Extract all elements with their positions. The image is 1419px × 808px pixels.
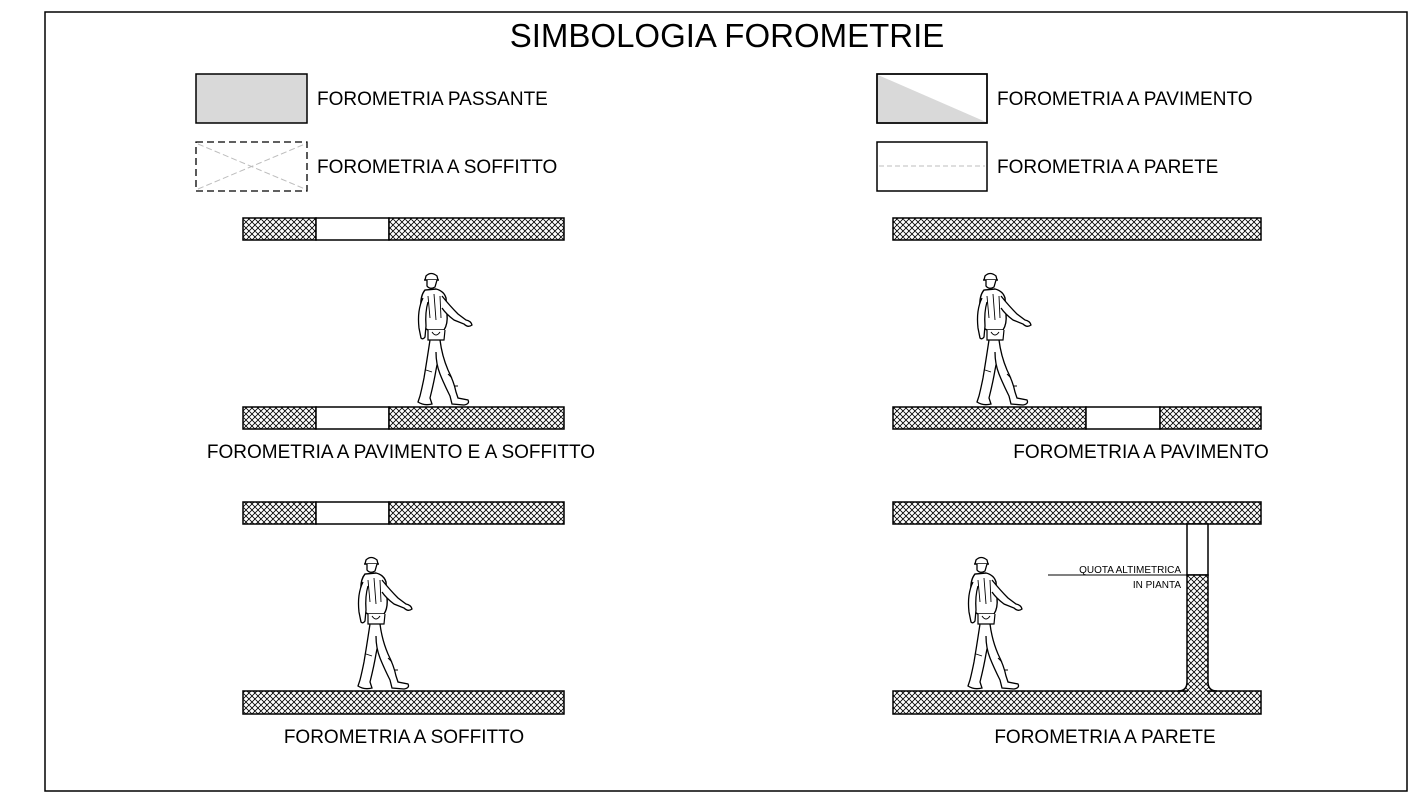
section-parete xyxy=(892,501,1262,715)
section-pavimento-label: FOROMETRIA A PAVIMENTO xyxy=(1013,442,1269,463)
worker-figure-3 xyxy=(357,556,413,690)
legend-pavimento-label: FOROMETRIA A PAVIMENTO xyxy=(997,89,1253,110)
worker-figure-2 xyxy=(976,272,1032,406)
section-pavimento xyxy=(892,217,1262,430)
sheet-border xyxy=(44,11,1408,792)
worker-figure-1 xyxy=(417,272,473,406)
legend-passante-label: FOROMETRIA PASSANTE xyxy=(317,89,548,110)
legend-soffitto-symbol xyxy=(195,141,308,192)
legend-pavimento-symbol xyxy=(876,73,988,124)
legend-parete-symbol xyxy=(876,141,988,192)
annotation-quota-line2: IN PIANTA xyxy=(1133,580,1181,591)
section-parete-label: FOROMETRIA A PARETE xyxy=(994,727,1215,748)
worker-figure-4 xyxy=(967,556,1023,690)
legend-soffitto-label: FOROMETRIA A SOFFITTO xyxy=(317,157,557,178)
page-title: SIMBOLOGIA FOROMETRIE xyxy=(510,17,945,54)
section-pavimento-soffitto xyxy=(242,217,565,430)
section-pavimento-soffitto-label: FOROMETRIA A PAVIMENTO E A SOFFITTO xyxy=(207,442,595,463)
legend-passante-symbol xyxy=(195,73,308,124)
section-soffitto xyxy=(242,501,565,715)
section-soffitto-label: FOROMETRIA A SOFFITTO xyxy=(284,727,524,748)
annotation-quota-line1: QUOTA ALTIMETRICA xyxy=(1079,565,1181,576)
legend-parete-label: FOROMETRIA A PARETE xyxy=(997,157,1218,178)
